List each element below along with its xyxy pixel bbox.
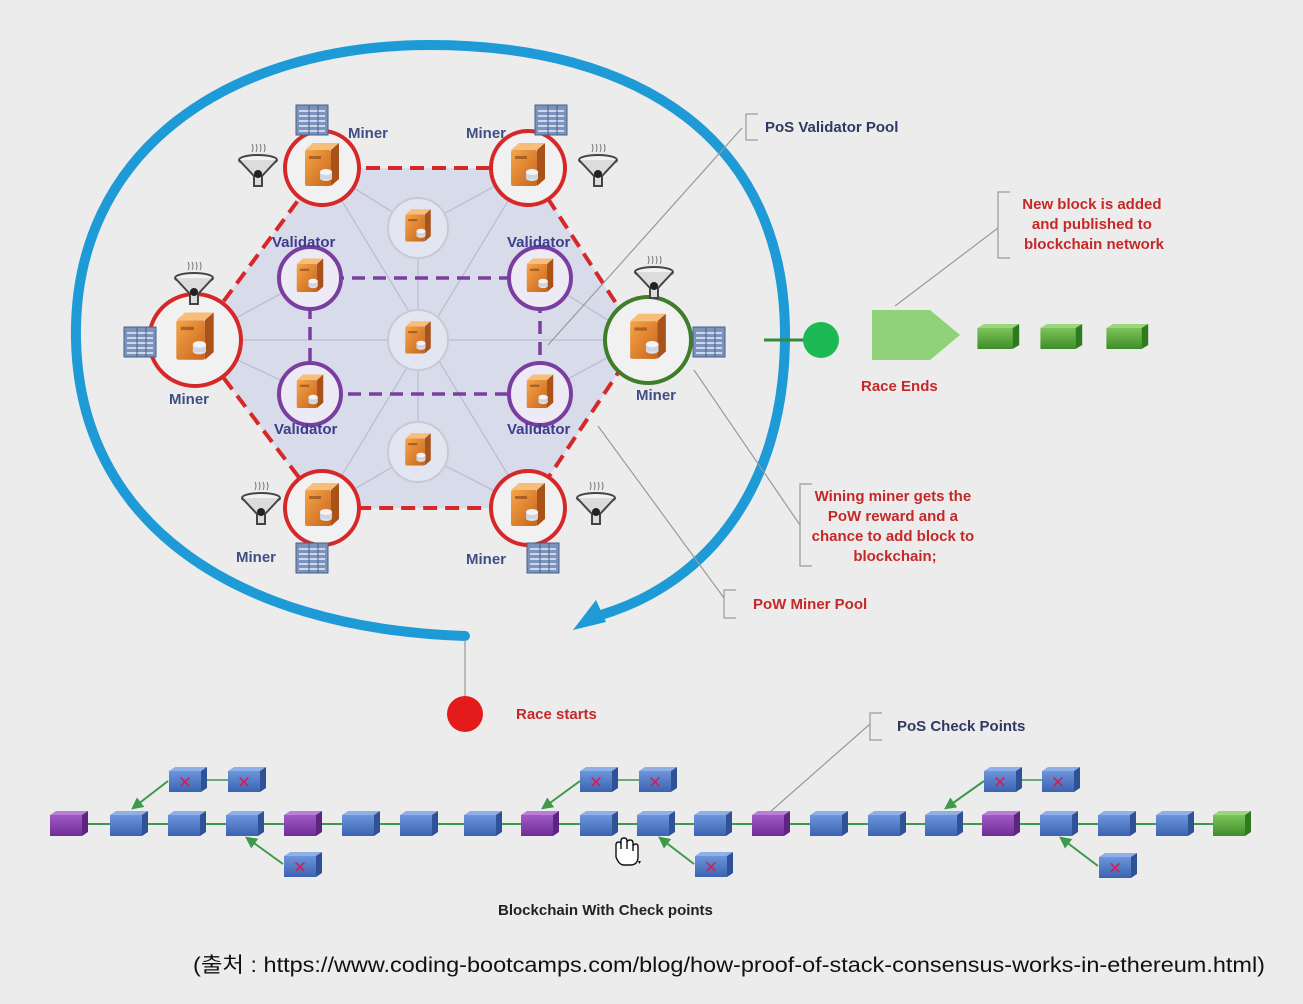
mining-funnel-icon (578, 143, 618, 187)
published-block (977, 324, 1020, 349)
server-rack-icon (123, 326, 157, 358)
server-rack-icon (534, 104, 568, 136)
server-rack-icon (692, 326, 726, 358)
race-cycle-arrow (70, 39, 791, 641)
rejected-block (580, 767, 618, 792)
mining-funnel-icon (576, 481, 616, 525)
miner-node (489, 469, 567, 547)
miner-node (283, 129, 361, 207)
rejected-block (1099, 853, 1137, 878)
chain-block (580, 811, 618, 836)
miner-label: Miner (169, 391, 209, 408)
new-block-pentagon (872, 310, 960, 360)
race-end-dot (803, 322, 839, 358)
chain-block (464, 811, 502, 836)
chain-block (868, 811, 906, 836)
callout-lines (464, 113, 1010, 813)
race-starts-label: Race starts (516, 706, 597, 723)
validator-node (507, 361, 573, 427)
rejected-block (695, 852, 733, 877)
miner-label: Miner (236, 549, 276, 566)
chain-block (168, 811, 206, 836)
published-block (1040, 324, 1083, 349)
validator-label: Validator (274, 421, 338, 438)
checkpoint-block (521, 811, 559, 836)
winning-miner-note: Wining miner gets the PoW reward and a c… (812, 488, 979, 565)
diagram-caption: Blockchain With Check points (498, 902, 713, 919)
checkpoint-block (284, 811, 322, 836)
miner-node (147, 292, 243, 388)
chain-block (342, 811, 380, 836)
chain-blocks (50, 811, 1251, 836)
mining-funnel-icon (238, 143, 278, 187)
chain-block (400, 811, 438, 836)
chain-block (110, 811, 148, 836)
validator-pool-square (308, 276, 542, 396)
source-citation: (출처 : https://www.coding-bootcamps.com/b… (193, 954, 1265, 977)
checkpoint-block (982, 811, 1020, 836)
pow-miner-pool-label: PoW Miner Pool (753, 596, 867, 613)
miner-node (489, 129, 567, 207)
hand-cursor-icon (615, 837, 641, 866)
network-node (387, 421, 449, 483)
chain-block (694, 811, 732, 836)
published-block (1106, 324, 1149, 349)
rejected-block (169, 767, 207, 792)
mining-funnel-icon (241, 481, 281, 525)
validator-node (277, 245, 343, 311)
miner-label: Miner (466, 551, 506, 568)
validator-label: Validator (507, 421, 571, 438)
validator-node (277, 361, 343, 427)
miner-label: Miner (636, 387, 676, 404)
latest-block (1213, 811, 1251, 836)
cycle-arrowhead (573, 600, 606, 630)
rejected-block (639, 767, 677, 792)
chain-block (810, 811, 848, 836)
validator-label: Validator (272, 234, 336, 251)
chain-block (226, 811, 264, 836)
server-rack-icon (295, 542, 329, 574)
rejected-block (1042, 767, 1080, 792)
miner-node (283, 469, 361, 547)
network-node (387, 309, 449, 371)
rejected-block (984, 767, 1022, 792)
chain-block (637, 811, 675, 836)
network-node (387, 197, 449, 259)
checkpoint-block (50, 811, 88, 836)
miner-label: Miner (466, 125, 506, 142)
chain-block (1156, 811, 1194, 836)
winning-miner-node (603, 295, 693, 385)
rejected-block (284, 852, 322, 877)
race-start-dot (447, 696, 483, 732)
chain-block (1040, 811, 1078, 836)
pos-check-points-label: PoS Check Points (897, 718, 1025, 735)
chain-block (1098, 811, 1136, 836)
chain-block (925, 811, 963, 836)
pos-validator-pool-label: PoS Validator Pool (765, 119, 898, 136)
race-ends-label: Race Ends (861, 378, 938, 395)
server-rack-icon (526, 542, 560, 574)
fork-arrows (131, 780, 1099, 867)
miner-label: Miner (348, 125, 388, 142)
new-block-note: New block is added and published to bloc… (1022, 196, 1165, 253)
rejected-block (228, 767, 266, 792)
mining-funnel-icon (634, 255, 674, 299)
validator-node (507, 245, 573, 311)
server-rack-icon (295, 104, 329, 136)
validator-label: Validator (507, 234, 571, 251)
checkpoint-block (752, 811, 790, 836)
